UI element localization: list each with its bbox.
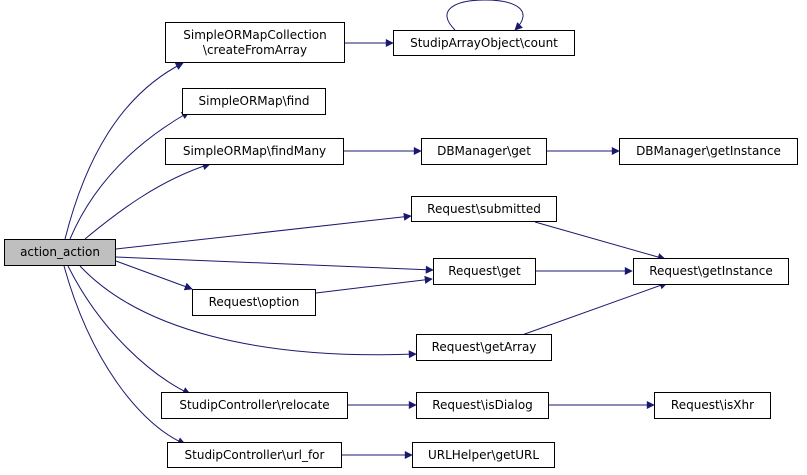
edge-action-to-relocate <box>67 265 191 395</box>
edge-action-to-findmany <box>84 162 211 240</box>
node-urlhelper-geturl[interactable]: URLHelper\getURL <box>412 442 555 468</box>
node-request-getarray[interactable]: Request\getArray <box>416 334 552 361</box>
node-action-action: action_action <box>4 239 116 266</box>
node-studiparrayobject-count[interactable]: StudipArrayObject\count <box>393 30 575 56</box>
edge-action-to-find <box>69 111 190 240</box>
node-request-submitted[interactable]: Request\submitted <box>411 196 557 222</box>
edge-option-to-get <box>315 275 433 294</box>
edge-count-self-loop <box>446 0 524 31</box>
node-request-getinstance[interactable]: Request\getInstance <box>633 258 789 285</box>
edge-submitted-to-reqgetinstance <box>534 221 666 261</box>
node-dbmanager-get[interactable]: DBManager\get <box>421 138 547 165</box>
node-request-isxhr[interactable]: Request\isXhr <box>654 392 771 419</box>
node-studipcontroller-url-for[interactable]: StudipController\url_for <box>167 442 342 468</box>
node-simpleormapcollection-createfromarray[interactable]: SimpleORMapCollection \createFromArray <box>165 22 345 63</box>
node-request-option[interactable]: Request\option <box>192 289 316 316</box>
edge-action-to-get <box>115 256 434 274</box>
edge-action-to-getarray <box>79 265 417 359</box>
edge-action-to-createfromarray <box>64 62 184 240</box>
edge-action-to-urlfor <box>63 265 186 445</box>
edge-action-to-submitted <box>115 212 412 250</box>
edge-getarray-to-reqgetinstance <box>521 281 668 336</box>
node-request-get[interactable]: Request\get <box>433 258 536 285</box>
node-simpleormap-find[interactable]: SimpleORMap\find <box>182 88 326 115</box>
node-studipcontroller-relocate[interactable]: StudipController\relocate <box>161 392 348 419</box>
node-request-isdialog[interactable]: Request\isDialog <box>416 392 549 419</box>
node-simpleormap-findmany[interactable]: SimpleORMap\findMany <box>165 138 344 165</box>
edge-action-to-option <box>115 260 193 291</box>
node-dbmanager-getinstance[interactable]: DBManager\getInstance <box>619 138 798 165</box>
